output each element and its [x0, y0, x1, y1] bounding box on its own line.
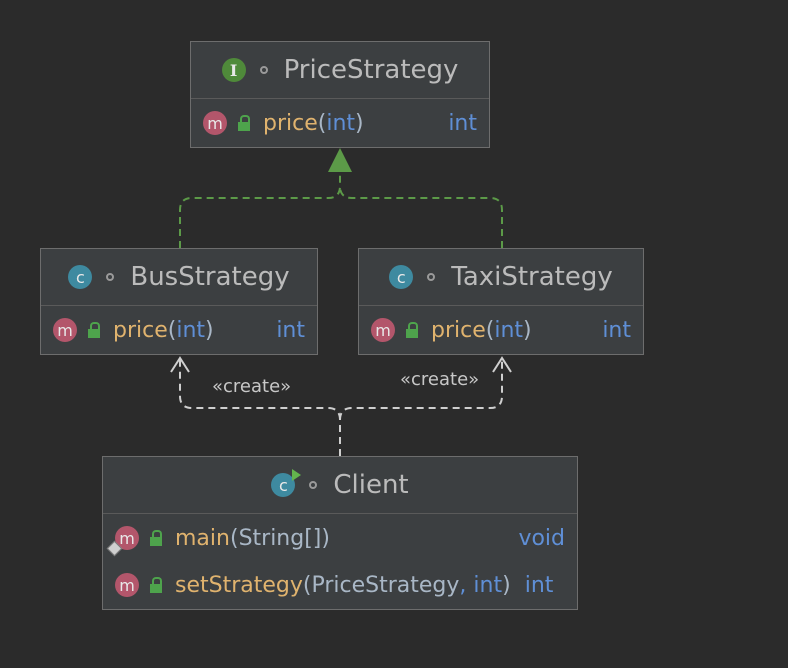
taxistrategy-header: c TaxiStrategy [359, 249, 643, 306]
method-name: price [431, 317, 486, 343]
client-header: c Client [103, 457, 577, 514]
param-type-2: int [473, 572, 503, 598]
public-lock-icon [237, 115, 251, 131]
busstrategy-method-row[interactable]: m price ( int ) int [41, 306, 317, 354]
paren-open: ( [167, 317, 177, 343]
class-badge-letter: c [278, 475, 288, 495]
runnable-class-icon: c [271, 469, 302, 497]
paren-close: ) [321, 525, 330, 551]
paren-open: ( [485, 317, 495, 343]
return-type: void [518, 525, 565, 551]
implements-connector [179, 170, 503, 248]
visibility-icon [106, 273, 115, 281]
param-type: int [494, 317, 524, 343]
pricestrategy-method-row[interactable]: m price ( int ) int [191, 99, 489, 147]
public-lock-icon [405, 322, 419, 338]
param-type: PriceStrategy [311, 572, 460, 598]
method-name: price [113, 317, 168, 343]
method-name: main [175, 525, 230, 551]
method-icon: m [203, 111, 227, 135]
taxistrategy-title: TaxiStrategy [451, 262, 613, 292]
create-label-right: «create» [400, 369, 480, 390]
return-type: int [276, 317, 305, 343]
method-icon: m [371, 318, 395, 342]
create-arrowheads [170, 356, 512, 373]
taxistrategy-method-row[interactable]: m price ( int ) int [359, 306, 643, 354]
paren-close: ) [523, 317, 532, 343]
method-name: setStrategy [175, 572, 303, 598]
interface-icon: I [221, 58, 246, 82]
client-class-box[interactable]: c Client m main ( String[] ) void m setS… [102, 456, 578, 610]
method-badge-letter: m [119, 528, 135, 548]
visibility-icon [309, 481, 318, 489]
taxistrategy-class-box[interactable]: c TaxiStrategy m price ( int ) int [358, 248, 644, 355]
paren-close: ) [205, 317, 214, 343]
paren-open: ( [229, 525, 239, 551]
visibility-icon [259, 66, 268, 74]
client-title: Client [333, 470, 409, 500]
param-type: int [176, 317, 206, 343]
client-main-method-row[interactable]: m main ( String[] ) void [103, 514, 577, 562]
create-dependency-connector [179, 358, 503, 456]
public-lock-icon [149, 577, 163, 593]
busstrategy-header: c BusStrategy [41, 249, 317, 306]
param-type: String[] [238, 525, 322, 551]
busstrategy-class-box[interactable]: c BusStrategy m price ( int ) int [40, 248, 318, 355]
class-icon: c [68, 265, 93, 289]
client-setstrategy-method-row[interactable]: m setStrategy ( PriceStrategy , int ) in… [103, 562, 577, 608]
public-lock-icon [149, 530, 163, 546]
pricestrategy-title: PriceStrategy [283, 55, 459, 85]
method-icon: m [53, 318, 77, 342]
class-icon: c [389, 265, 414, 289]
pricestrategy-interface-box[interactable]: I PriceStrategy m price ( int ) int [190, 41, 490, 148]
paren-close: ) [355, 110, 364, 136]
method-name: price [263, 110, 318, 136]
return-type: int [448, 110, 477, 136]
paren-open: ( [302, 572, 312, 598]
static-method-icon: m [106, 526, 139, 557]
method-icon: m [115, 573, 139, 597]
visibility-icon [427, 273, 436, 281]
return-type: int [602, 317, 631, 343]
public-lock-icon [87, 322, 101, 338]
create-label-left: «create» [212, 376, 292, 397]
paren-close: ) [502, 572, 511, 598]
return-type: int [524, 572, 554, 598]
busstrategy-title: BusStrategy [130, 262, 290, 292]
param-separator: , [459, 572, 474, 598]
run-flag-icon [292, 469, 302, 481]
param-type: int [326, 110, 356, 136]
implements-arrowhead [328, 148, 352, 172]
paren-open: ( [317, 110, 327, 136]
pricestrategy-header: I PriceStrategy [191, 42, 489, 99]
